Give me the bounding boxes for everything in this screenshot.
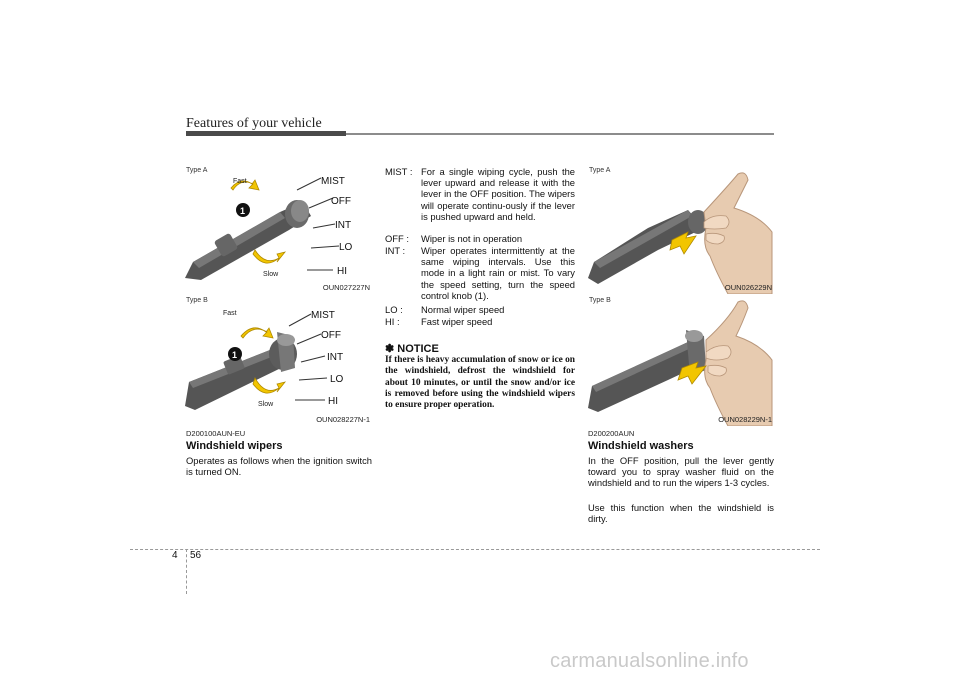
washers-para-2: Use this function when the windshield is…	[588, 502, 774, 525]
label-int-b: INT	[327, 352, 343, 363]
label-lo-b: LO	[330, 374, 344, 385]
wiper-lever-illustration-b: Fast Slow MIST OFF INT LO HI 1	[185, 310, 344, 410]
watermark: carmanualsonline.info	[550, 650, 749, 672]
washer-hand-illustration-b	[588, 300, 773, 426]
mode-term: MIST :	[385, 166, 413, 177]
washer-figure-type-b: Type B OUN028229N-1	[588, 296, 774, 426]
mode-mist: MIST : For a single wiping cycle, push t…	[385, 166, 575, 222]
page-header-title: Features of your vehicle	[186, 116, 322, 131]
mode-hi: HI : Fast wiper speed	[385, 316, 575, 327]
label-slow-b: Slow	[258, 401, 274, 408]
figure-code: OUN026229N	[724, 283, 772, 292]
washer-figure-type-a: Type A OUN026229N	[588, 166, 774, 294]
mode-off: OFF : Wiper is not in operation	[385, 233, 575, 244]
washers-section-title: Windshield washers	[588, 440, 694, 452]
mode-lo: LO : Normal wiper speed	[385, 304, 575, 315]
label-fast-a: Fast	[233, 178, 247, 185]
label-hi-b: HI	[328, 396, 338, 407]
figure-type-label: Type B	[186, 297, 208, 304]
mode-term: INT :	[385, 245, 406, 256]
label-fast-b: Fast	[223, 310, 237, 317]
mode-int: INT : Wiper operates intermittently at t…	[385, 245, 575, 301]
washer-hand-illustration-a	[588, 172, 773, 294]
wipers-section-title: Windshield wipers	[186, 440, 283, 452]
label-slow-a: Slow	[263, 271, 279, 278]
notice-title: ✽ NOTICE	[385, 343, 439, 355]
label-hi-a: HI	[337, 266, 347, 277]
label-off-b: OFF	[321, 330, 341, 341]
washers-para-1: In the OFF position, pull the lever gent…	[588, 455, 774, 489]
header-rule-accent	[186, 131, 346, 136]
wiper-figure-type-a: Fast Slow MIST OFF INT LO HI 1 Type A OU…	[185, 166, 372, 294]
mode-desc: Wiper operates intermittently at the sam…	[421, 245, 575, 301]
page-number: 56	[190, 550, 202, 561]
washers-section-code: D200200AUN	[588, 429, 635, 438]
label-off-a: OFF	[331, 196, 351, 207]
figure-type-label: Type A	[186, 167, 208, 174]
wiper-lever-illustration-a: Fast Slow MIST OFF INT LO HI 1	[185, 176, 353, 280]
mode-term: OFF :	[385, 233, 409, 244]
figure-code: OUN027227N	[322, 283, 370, 292]
wiper-figure-type-b: Fast Slow MIST OFF INT LO HI 1 Type B OU…	[185, 296, 372, 426]
footer-divider	[186, 549, 187, 594]
mode-term: HI :	[385, 316, 400, 327]
figure-type-label: Type B	[589, 297, 611, 304]
figure-type-label: Type A	[589, 167, 611, 174]
notice-text: If there is heavy accumulation of snow o…	[385, 355, 576, 411]
label-mist-b: MIST	[311, 310, 335, 321]
mode-desc: Normal wiper speed	[421, 304, 505, 315]
knob-number-b: 1	[232, 350, 237, 360]
figure-code: OUN028227N-1	[316, 415, 370, 424]
label-int-a: INT	[335, 220, 351, 231]
label-lo-a: LO	[339, 242, 353, 253]
wipers-intro-text: Operates as follows when the ignition sw…	[186, 455, 372, 478]
footer-rule	[130, 549, 820, 550]
wipers-section-code: D200100AUN-EU	[186, 429, 246, 438]
mode-desc: Wiper is not in operation	[421, 233, 523, 244]
mode-desc: Fast wiper speed	[421, 316, 493, 327]
figure-code: OUN028229N-1	[718, 415, 772, 424]
header-rule	[186, 133, 774, 135]
mode-desc: For a single wiping cycle, push the leve…	[421, 166, 575, 222]
label-mist-a: MIST	[321, 176, 345, 187]
mode-term: LO :	[385, 304, 403, 315]
knob-number-a: 1	[240, 206, 245, 216]
section-number: 4	[172, 550, 178, 561]
